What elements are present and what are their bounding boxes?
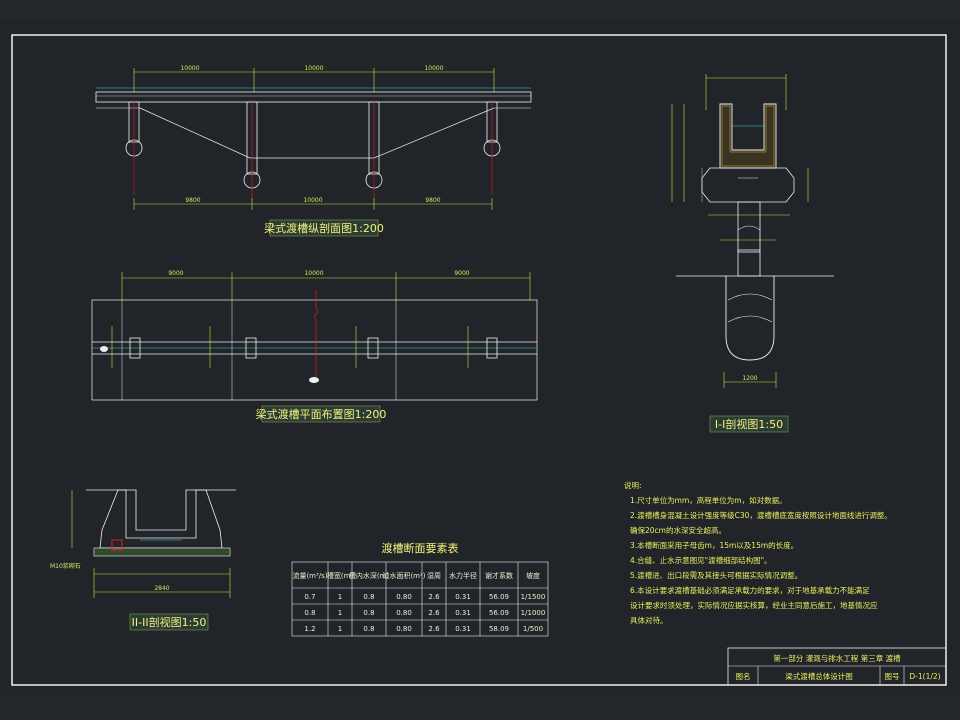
table-cell: 56.09 <box>489 593 509 601</box>
table-cell: 2.6 <box>428 625 440 633</box>
table-cell: 0.7 <box>304 593 315 601</box>
longitudinal-section <box>95 68 532 210</box>
long-dim-mid: 10000 <box>304 65 323 72</box>
table-cell: 0.80 <box>396 609 412 617</box>
title-block-number-label: 图号 <box>885 672 900 681</box>
table-header-cell: 槽内水深(m) <box>349 571 390 580</box>
note-line: 确保20cm的水深安全超高。 <box>630 525 726 535</box>
table-cell: 2.6 <box>428 593 440 601</box>
table-cell: 1/1000 <box>521 609 546 617</box>
table-cell: 0.31 <box>455 625 471 633</box>
section-2-2 <box>71 489 236 598</box>
long-pier-dim-mid: 10000 <box>303 197 322 204</box>
note-line: 2.渡槽槽身混凝土设计强度等级C30，渡槽槽底宽度按照设计地面线进行调整。 <box>630 510 892 520</box>
section-2-width: 2840 <box>154 585 169 592</box>
table-header-cell: 坡度 <box>526 571 540 580</box>
longitudinal-section-title: 梁式渡槽纵剖面图1:200 <box>264 221 384 235</box>
table-cell: 1.2 <box>304 625 315 633</box>
table-header-cell: 湿周 <box>427 571 441 580</box>
element-table: 渡槽断面要素表 流量(m³/s) 0.7 0.8 1.2 槽宽(m) 1 1 1 槽内水深(m)… <box>291 541 549 637</box>
plan-title-box <box>261 405 381 423</box>
table-header-cell: 谢才系数 <box>485 571 513 580</box>
plan-dim-left: 9000 <box>168 270 183 277</box>
table-cell: 56.09 <box>489 609 509 617</box>
drawing-border <box>11 34 947 686</box>
note-line: 4.合缝、止水示意图见"渡槽细部结构图"。 <box>630 555 772 565</box>
note-line: 3.本槽断面采用子母齿m，15m以及15m的长度。 <box>630 540 798 550</box>
long-dim-right: 10000 <box>424 65 443 72</box>
plan-dim-right: 9000 <box>454 270 469 277</box>
long-pier-dim-left: 9800 <box>185 197 200 204</box>
notes-heading: 说明: <box>624 480 642 490</box>
title-block-name-label: 图名 <box>736 671 751 681</box>
table-cell: 0.31 <box>455 609 471 617</box>
table-cell: 0.8 <box>304 609 315 617</box>
table-header-cell: 槽宽(m) <box>327 571 354 580</box>
note-line: 具体对待。 <box>630 615 668 625</box>
plan-dim-mid: 10000 <box>304 270 323 277</box>
long-title-box <box>269 219 379 237</box>
table-cell: 1/500 <box>523 625 543 633</box>
table-cell: 0.8 <box>363 609 374 617</box>
title-block-number: D-1(1/2) <box>909 672 940 681</box>
plan-view <box>91 272 538 401</box>
table-cell: 2.6 <box>428 609 440 617</box>
table-heading: 渡槽断面要素表 <box>382 541 459 555</box>
section-1-title-box <box>709 415 789 433</box>
table-cell: 0.80 <box>396 593 412 601</box>
section-1-pile-width: 1200 <box>742 375 757 382</box>
section-2-mortar-label: M10浆砌石 <box>50 562 81 570</box>
table-header-cell: 流量(m³/s) <box>292 571 327 580</box>
section-1-1 <box>671 74 834 388</box>
section-2-title-box <box>129 613 209 631</box>
section-2-title: II-II剖视图1:50 <box>132 615 207 629</box>
long-pier-dim-right: 9800 <box>425 197 440 204</box>
table-header-cell: 水力半径 <box>449 571 477 580</box>
table-cell: 0.8 <box>363 593 374 601</box>
table-cell: 1 <box>338 609 342 617</box>
note-line: 6.本设计要求渡槽基础必须满足承载力的要求，对于地基承载力不能满足 <box>630 585 870 595</box>
long-dim-left: 10000 <box>180 65 199 72</box>
table-cell: 0.80 <box>396 625 412 633</box>
note-line: 设计要求时须处理，实际情况应据实核算，经业主同意后施工，地基情况应 <box>630 600 878 610</box>
title-block-drawing-name: 梁式渡槽总体设计图 <box>785 671 853 681</box>
table-cell: 1 <box>338 593 342 601</box>
title-block: 第一部分 灌溉与排水工程 第三章 渡槽 图名 梁式渡槽总体设计图 图号 D-1(… <box>727 647 947 686</box>
note-line: 5.渡槽进、出口段需及其接头可根据实际情况调整。 <box>630 570 802 580</box>
table-cell: 58.09 <box>489 625 509 633</box>
table-cell: 0.8 <box>363 625 374 633</box>
note-line: 1.尺寸单位为mm，高程单位为m，如对数据。 <box>630 495 787 505</box>
notes-block: 说明: 1.尺寸单位为mm，高程单位为m，如对数据。 2.渡槽槽身混凝土设计强度等… <box>624 480 892 625</box>
table-cell: 1/1500 <box>521 593 546 601</box>
title-block-project: 第一部分 灌溉与排水工程 第三章 渡槽 <box>773 653 901 663</box>
table-cell: 1 <box>338 625 342 633</box>
plan-view-title: 梁式渡槽平面布置图1:200 <box>256 407 387 421</box>
table-cell: 0.31 <box>455 593 471 601</box>
section-1-title: I-I剖视图1:50 <box>715 417 783 431</box>
table-header-cell: 过水面积(m²) <box>382 571 425 580</box>
